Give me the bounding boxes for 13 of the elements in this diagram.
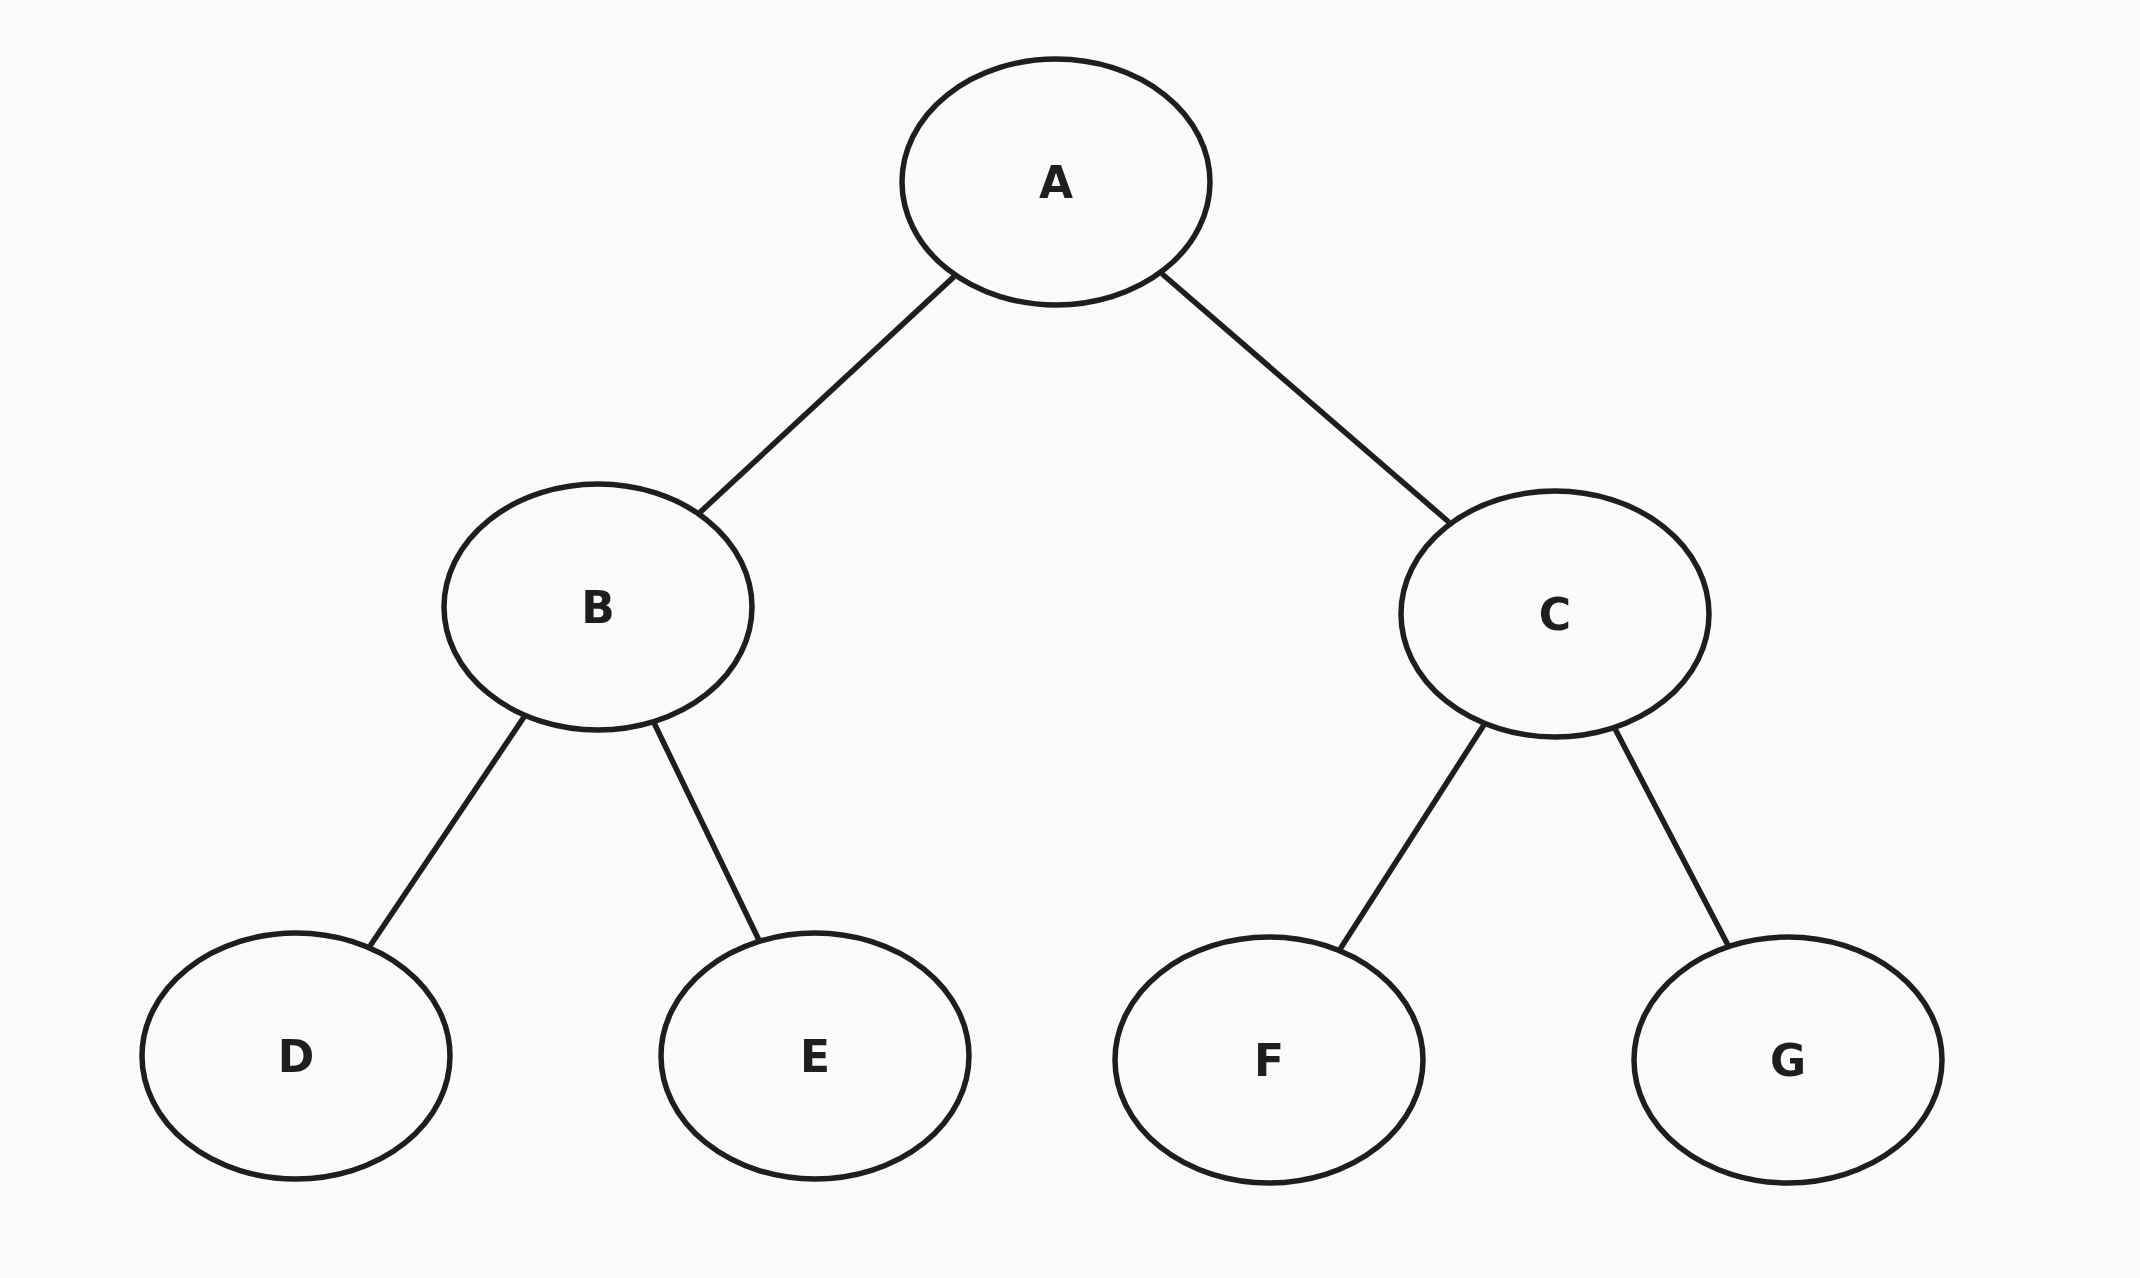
node-label: C — [1538, 588, 1572, 640]
connector-line — [698, 274, 956, 515]
node-label: F — [1253, 1034, 1285, 1086]
node-label: A — [1038, 156, 1074, 208]
connector-line — [651, 722, 762, 941]
node-label: D — [277, 1030, 315, 1082]
node-label: B — [581, 581, 615, 633]
node-label: G — [1769, 1034, 1807, 1086]
connector-line — [1338, 723, 1486, 951]
connector-line — [367, 715, 527, 948]
connector-line — [1160, 271, 1451, 525]
node-label: E — [799, 1030, 831, 1082]
connector-line — [1612, 728, 1731, 946]
